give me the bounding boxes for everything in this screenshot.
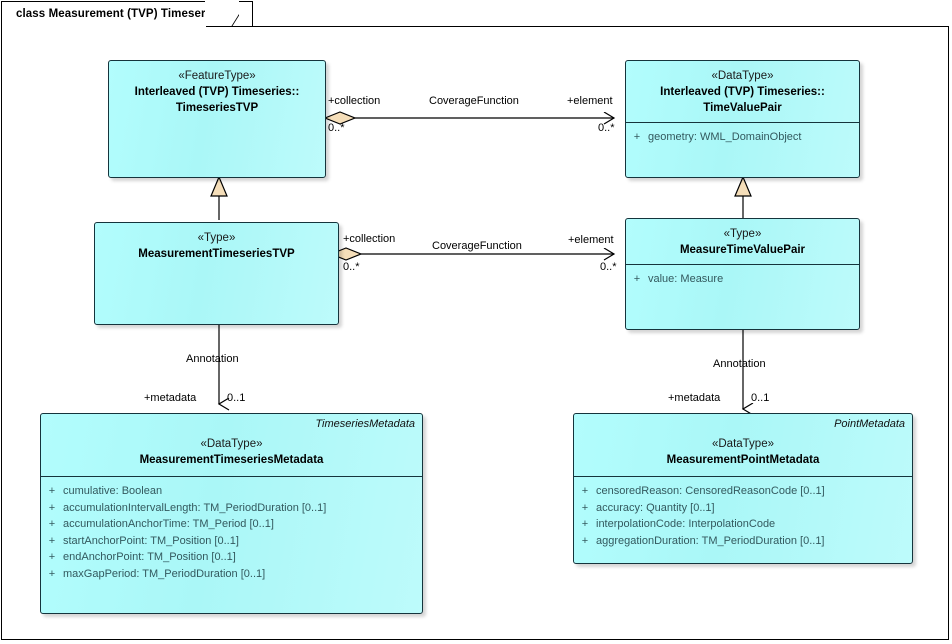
attribute-row: + aggregationDuration: TM_PeriodDuration…	[574, 533, 912, 550]
attribute-text: censoredReason: CensoredReasonCode [0..1…	[596, 485, 825, 497]
attribute-row: + accumulationAnchorTime: TM_Period [0..…	[41, 516, 422, 533]
attribute-row: + cumulative: Boolean	[41, 483, 422, 500]
class-box-time-value-pair[interactable]: «DataType» Interleaved (TVP) Timeseries:…	[625, 60, 860, 178]
connector-mult-element-top: 0..*	[598, 122, 615, 134]
connector-mult-collection-top: 0..*	[328, 122, 345, 134]
connector-role-element-mid: +element	[568, 234, 614, 246]
connector-role-metadata-right: +metadata	[668, 392, 721, 404]
connector-mult-element-mid: 0..*	[600, 261, 617, 273]
class-namespace-label: TimeseriesMetadata	[315, 418, 415, 430]
attribute-text: accumulationIntervalLength: TM_PeriodDur…	[63, 501, 327, 514]
attribute-text: interpolationCode: InterpolationCode	[596, 518, 776, 530]
class-stereotype: «DataType»	[711, 438, 774, 450]
attribute-text: aggregationDuration: TM_PeriodDuration […	[596, 534, 825, 547]
connector-mult-metadata-left: 0..1	[227, 392, 246, 404]
attribute-row: + startAnchorPoint: TM_Position [0..1]	[41, 533, 422, 550]
class-stereotype: «Type»	[197, 232, 236, 244]
class-box-measurement-point-metadata[interactable]: PointMetadata «DataType» MeasurementPoin…	[573, 413, 913, 564]
class-name-line1: MeasureTimeValuePair	[679, 244, 806, 256]
class-header-measurement-timeseries-metadata: TimeseriesMetadata «DataType» Measuremen…	[41, 414, 422, 476]
class-attributes-measurement-timeseries-metadata: + cumulative: Boolean + accumulationInte…	[41, 476, 422, 586]
class-box-measure-time-value-pair[interactable]: «Type» MeasureTimeValuePair + value: Mea…	[625, 218, 860, 330]
attribute-visibility: +	[581, 518, 589, 530]
class-header-time-value-pair: «DataType» Interleaved (TVP) Timeseries:…	[626, 61, 859, 122]
attribute-row: + interpolationCode: InterpolationCode	[574, 516, 912, 533]
attribute-text: value: Measure	[648, 273, 724, 285]
attribute-visibility: +	[633, 273, 641, 285]
class-box-timeseries-tvp[interactable]: «FeatureType» Interleaved (TVP) Timeseri…	[108, 60, 326, 178]
class-attributes-time-value-pair: + geometry: WML_DomainObject	[626, 122, 859, 150]
connector-mult-metadata-right: 0..1	[751, 392, 770, 404]
connector-role-element-top: +element	[567, 95, 613, 107]
attribute-visibility: +	[581, 501, 589, 514]
class-header-measure-time-value-pair: «Type» MeasureTimeValuePair	[626, 219, 859, 264]
class-name-line1: MeasurementTimeseriesMetadata	[139, 454, 324, 466]
attribute-text: cumulative: Boolean	[63, 485, 163, 497]
attribute-text: geometry: WML_DomainObject	[648, 131, 802, 143]
class-header-timeseries-tvp: «FeatureType» Interleaved (TVP) Timeseri…	[109, 61, 325, 122]
connector-mult-collection-mid: 0..*	[343, 261, 360, 273]
class-name-line1: MeasurementTimeseriesTVP	[138, 248, 295, 260]
class-name-line1: MeasurementPointMetadata	[666, 454, 820, 466]
class-stereotype: «FeatureType»	[178, 70, 256, 82]
title-tab-corner	[205, 1, 239, 26]
class-box-measurement-timeseries-metadata[interactable]: TimeseriesMetadata «DataType» Measuremen…	[40, 413, 423, 614]
connector-name-coverage-mid: CoverageFunction	[432, 240, 522, 252]
attribute-visibility: +	[48, 501, 56, 514]
class-stereotype: «DataType»	[200, 438, 263, 450]
connector-name-annotation-right: Annotation	[713, 358, 766, 370]
class-namespace-label: PointMetadata	[834, 418, 905, 430]
class-header-measurement-timeseries-tvp: «Type» MeasurementTimeseriesTVP	[95, 223, 338, 268]
attribute-visibility: +	[48, 518, 56, 530]
class-name-line2: TimeseriesTVP	[175, 102, 259, 114]
attribute-row: + accuracy: Quantity [0..1]	[574, 500, 912, 517]
attribute-visibility: +	[48, 534, 56, 547]
class-attributes-measurement-point-metadata: + censoredReason: CensoredReasonCode [0.…	[574, 476, 912, 553]
attribute-text: startAnchorPoint: TM_Position [0..1]	[63, 534, 239, 547]
connector-role-collection-mid: +collection	[343, 233, 396, 245]
connector-name-coverage-top: CoverageFunction	[429, 95, 519, 107]
attribute-visibility: +	[48, 485, 56, 497]
title-tab-mask	[2, 24, 206, 28]
attribute-text: maxGapPeriod: TM_PeriodDuration [0..1]	[63, 567, 266, 580]
attribute-row: + endAnchorPoint: TM_Position [0..1]	[41, 549, 422, 566]
class-name-line1: Interleaved (TVP) Timeseries::	[134, 86, 300, 98]
attribute-visibility: +	[48, 567, 56, 580]
attribute-row: + maxGapPeriod: TM_PeriodDuration [0..1]	[41, 566, 422, 583]
attribute-row: + value: Measure	[626, 271, 859, 288]
attribute-visibility: +	[48, 551, 56, 563]
attribute-visibility: +	[633, 131, 641, 143]
attribute-text: endAnchorPoint: TM_Position [0..1]	[63, 551, 236, 563]
connector-role-metadata-left: +metadata	[144, 392, 197, 404]
class-box-measurement-timeseries-tvp[interactable]: «Type» MeasurementTimeseriesTVP	[94, 222, 339, 325]
attribute-text: accuracy: Quantity [0..1]	[596, 501, 715, 514]
attribute-text: accumulationAnchorTime: TM_Period [0..1]	[63, 518, 274, 530]
connector-role-collection-top: +collection	[328, 95, 381, 107]
attribute-visibility: +	[581, 485, 589, 497]
diagram-title: class Measurement (TVP) Timeseries	[16, 8, 222, 20]
attribute-row: + geometry: WML_DomainObject	[626, 129, 859, 146]
class-header-measurement-point-metadata: PointMetadata «DataType» MeasurementPoin…	[574, 414, 912, 476]
attribute-visibility: +	[581, 534, 589, 547]
class-stereotype: «Type»	[723, 228, 762, 240]
class-attributes-measure-time-value-pair: + value: Measure	[626, 264, 859, 292]
class-name-line2: TimeValuePair	[703, 102, 782, 114]
class-stereotype: «DataType»	[711, 70, 774, 82]
connector-name-annotation-left: Annotation	[186, 353, 239, 365]
attribute-row: + accumulationIntervalLength: TM_PeriodD…	[41, 500, 422, 517]
attribute-row: + censoredReason: CensoredReasonCode [0.…	[574, 483, 912, 500]
class-name-line1: Interleaved (TVP) Timeseries::	[660, 86, 825, 98]
